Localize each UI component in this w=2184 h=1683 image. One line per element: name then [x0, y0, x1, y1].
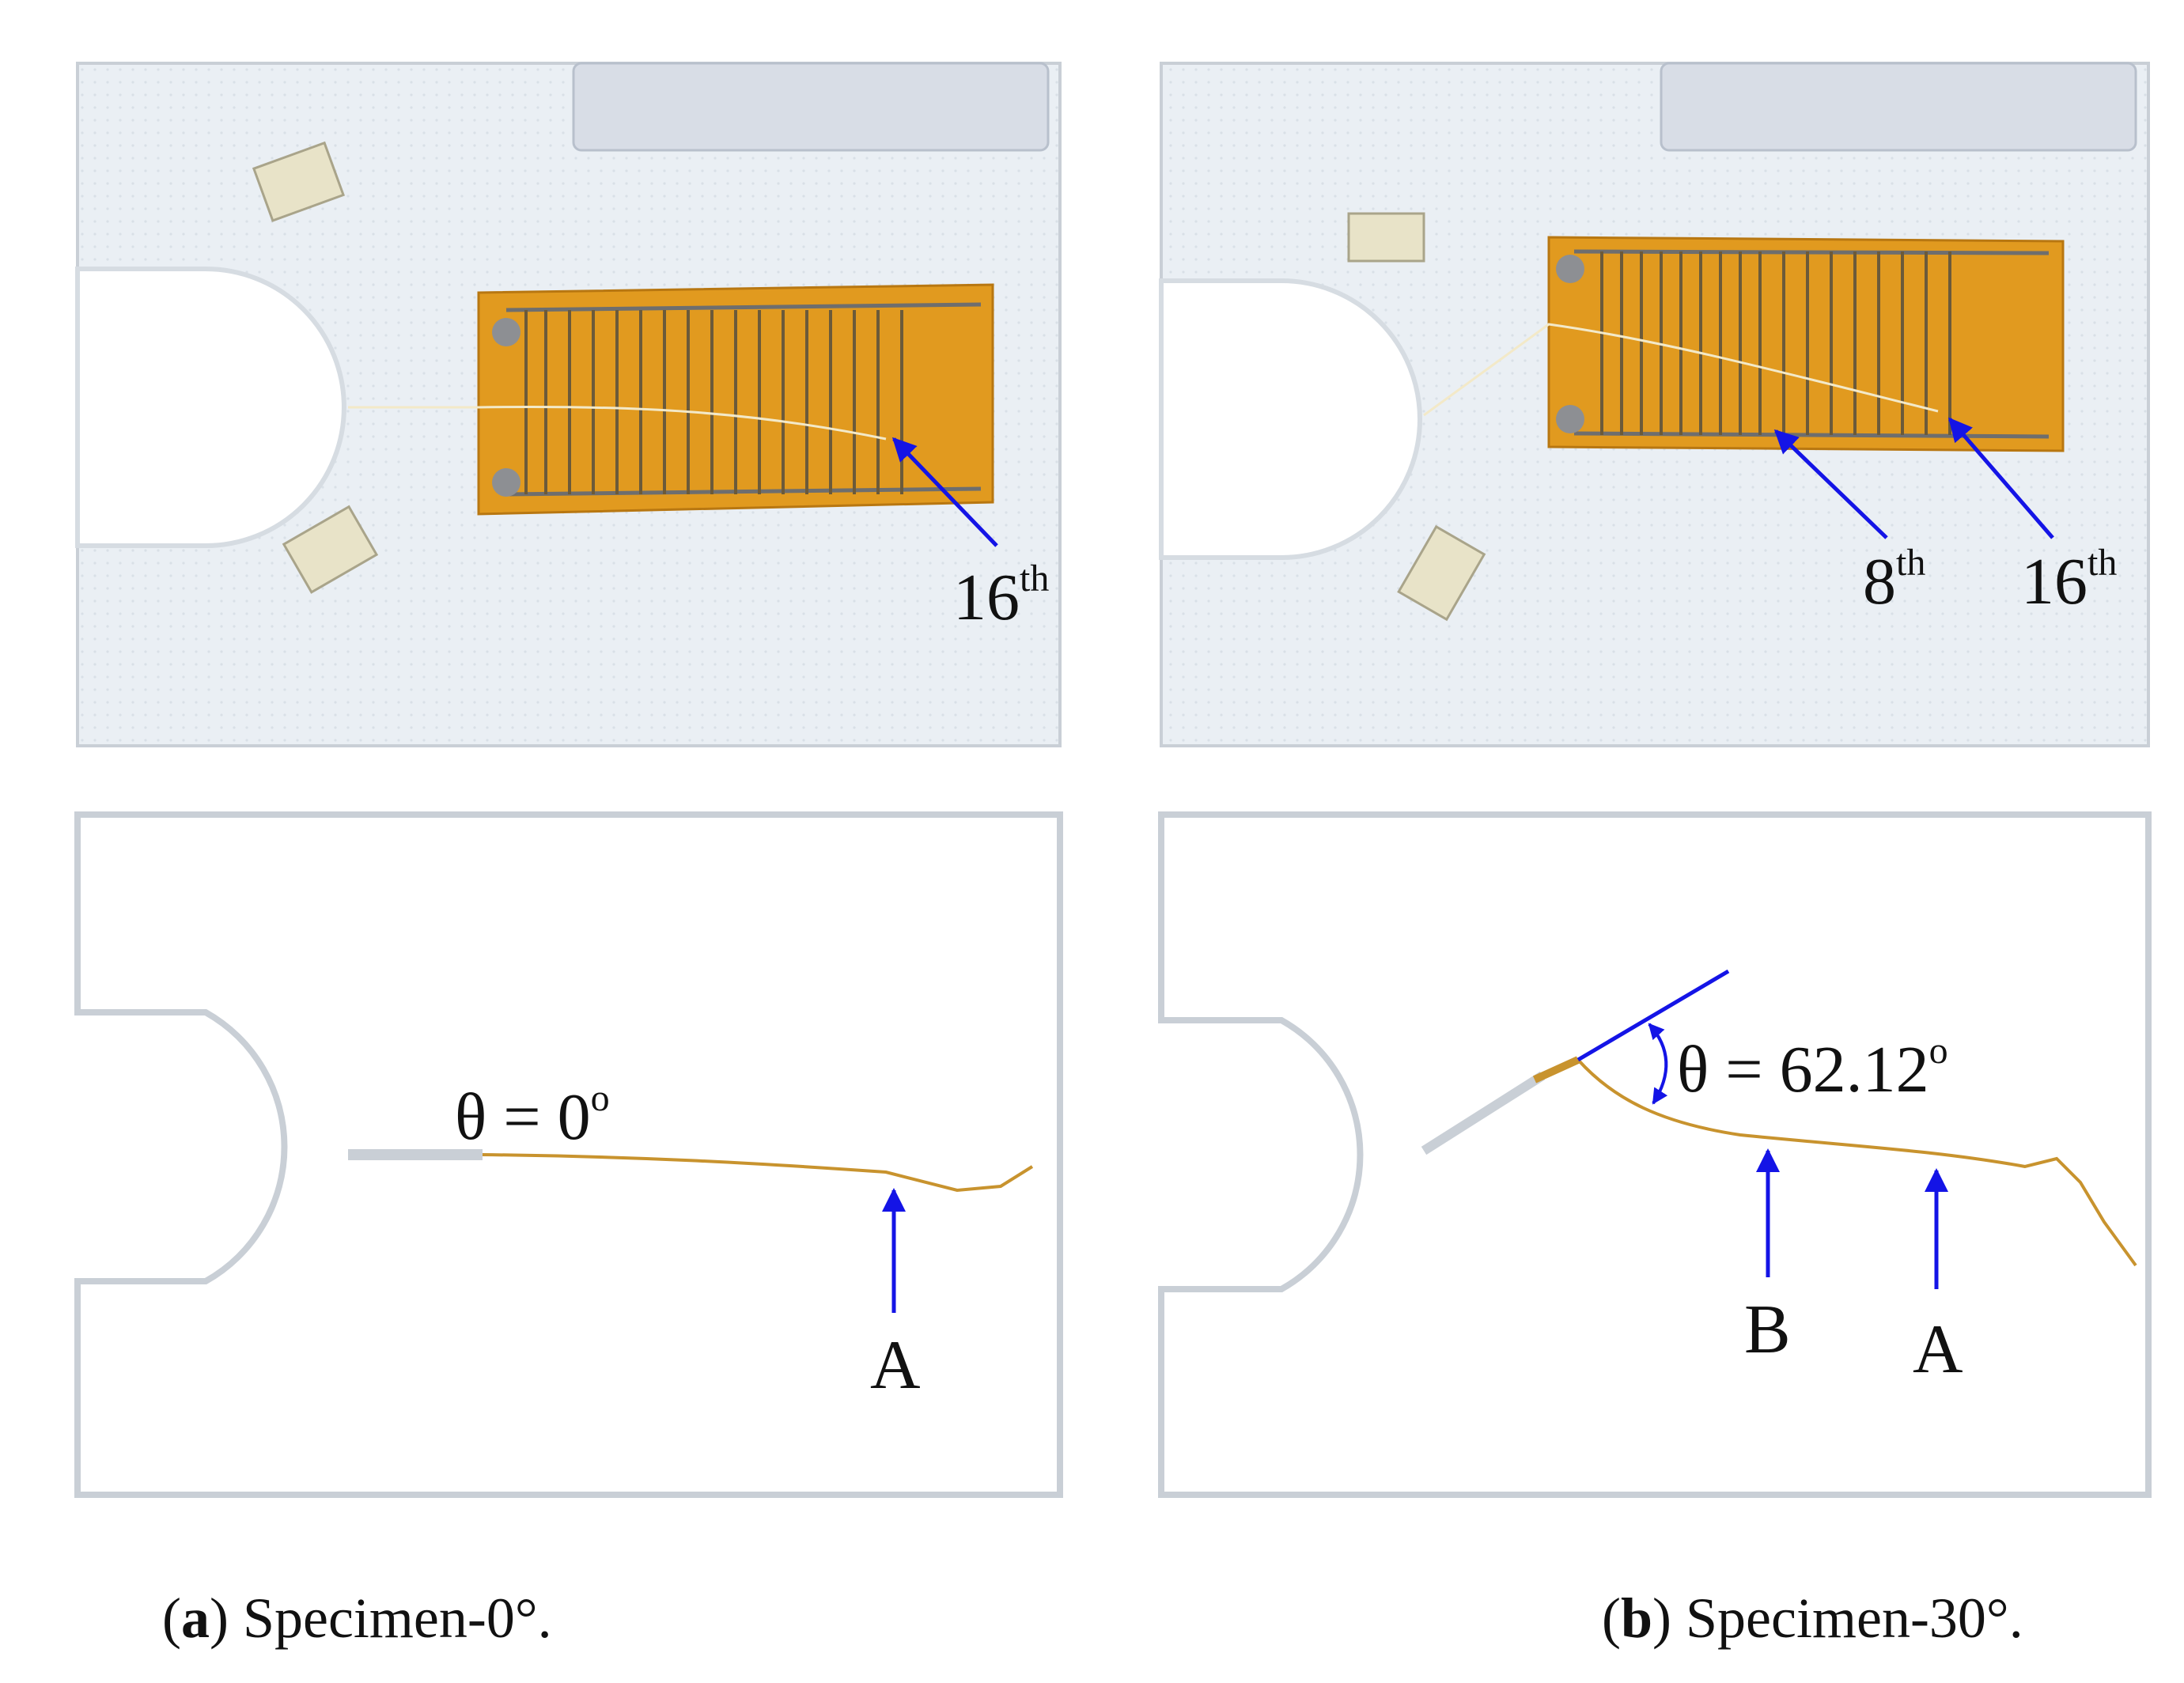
- theta-label-a: θ = 0o: [455, 1077, 610, 1154]
- arrow-16th-b: [1948, 417, 2054, 539]
- label-point-b: B: [1744, 1292, 1791, 1368]
- caption-b: (b) Specimen-30°.: [1602, 1587, 2023, 1650]
- sketch-a: A θ = 0o: [74, 811, 1063, 1498]
- label-point-a: A: [870, 1327, 921, 1404]
- label-16th-b: 16th: [2021, 542, 2117, 618]
- crack-gauge-b: [1423, 236, 2065, 452]
- crack-gauge-a: [348, 283, 994, 516]
- label-8th-b: 8th: [1863, 542, 1925, 618]
- theta-label-b: θ = 62.12o: [1677, 1030, 1948, 1106]
- angle-ray: [1576, 969, 1730, 1062]
- angle-arc: [1648, 1023, 1668, 1105]
- photo-b: 8th 16th: [1159, 62, 2150, 747]
- label-point-a-b: A: [1913, 1311, 1963, 1388]
- sketch-b: θ = 62.12o B A: [1158, 811, 2152, 1498]
- caption-a: (a) Specimen-0°.: [162, 1587, 552, 1650]
- label-16th-a: 16th: [953, 558, 1049, 634]
- arrow-8th-b: [1773, 429, 1888, 539]
- photo-a: 16th: [75, 62, 1062, 747]
- arrow-16th-a: [891, 437, 998, 547]
